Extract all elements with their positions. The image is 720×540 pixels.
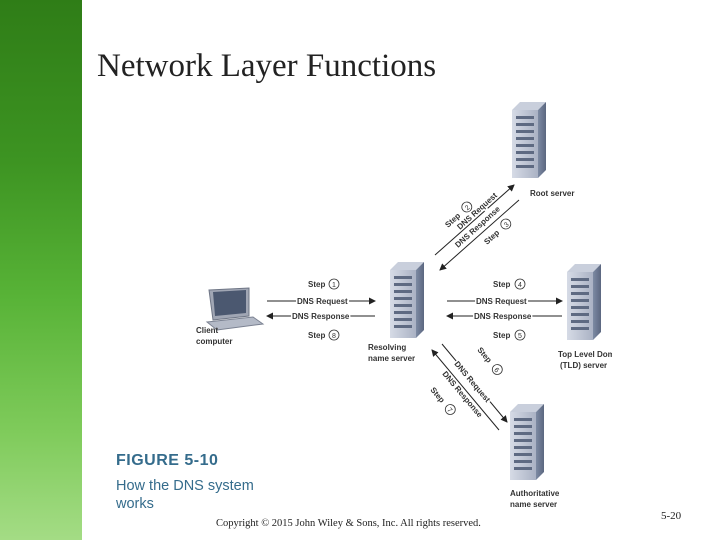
step-3-number: 3 xyxy=(503,221,511,229)
auth-label-line2: name server xyxy=(510,500,557,509)
figure-caption: How the DNS system works xyxy=(116,478,254,512)
step-8-number: 8 xyxy=(332,333,336,340)
auth-label-line1: Authoritative xyxy=(510,489,560,498)
page-number: 5-20 xyxy=(661,510,682,522)
step-word-8: Step xyxy=(308,331,325,340)
step-word-1: Step xyxy=(308,280,325,289)
root-server-label: Root server xyxy=(530,189,574,198)
client-label-line1: Client xyxy=(196,326,219,335)
request-label-2: DNS Request xyxy=(476,297,527,306)
step-4-number: 4 xyxy=(518,282,522,289)
resolver-to-root-arrow xyxy=(434,184,515,256)
copyright-notice: Copyright © 2015 John Wiley & Sons, Inc.… xyxy=(216,518,481,529)
request-label-1: DNS Request xyxy=(297,297,348,306)
step-word-6: Step xyxy=(475,346,493,365)
step-word-5: Step xyxy=(493,331,510,340)
step-7-badge xyxy=(444,404,456,415)
root-server-icon xyxy=(512,102,546,178)
auth-to-resolver-arrow xyxy=(431,349,500,431)
step-3-badge xyxy=(500,218,512,230)
tld-server-icon xyxy=(567,264,601,340)
root-to-resolver-arrow xyxy=(439,199,520,271)
step-word-3: Step xyxy=(482,228,501,246)
step-8-badge xyxy=(328,329,340,341)
step-6-number: 6 xyxy=(492,367,500,375)
figure-number: FIGURE 5-10 xyxy=(116,452,219,469)
step-2-number: 2 xyxy=(464,204,472,212)
response-label-2: DNS Response xyxy=(474,312,532,321)
step-7-number: 7 xyxy=(445,407,453,415)
step-5-number: 5 xyxy=(518,333,522,340)
response-label-1: DNS Response xyxy=(292,312,350,321)
laptop-icon xyxy=(205,287,265,331)
step-5-badge xyxy=(514,329,526,341)
step-1-badge xyxy=(328,278,340,290)
resolver-label-line2: name server xyxy=(368,354,415,363)
step-1-number: 1 xyxy=(332,282,336,289)
green-side-band xyxy=(0,0,82,540)
resolver-to-auth-arrow xyxy=(441,343,508,423)
step-word-7: Step xyxy=(428,386,446,405)
tld-label-line2: (TLD) server xyxy=(560,361,607,370)
step-2-badge xyxy=(461,201,473,213)
slide-title: Network Layer Functions xyxy=(97,48,437,84)
step-4-badge xyxy=(514,278,526,290)
dns-diagram: Client computer Resolving name server Ro… xyxy=(196,102,612,509)
step-word-4: Step xyxy=(493,280,510,289)
client-label-line2: computer xyxy=(196,337,232,346)
resolver-label-line1: Resolving xyxy=(368,343,406,352)
tld-label-line1: Top Level Domain xyxy=(558,350,612,359)
authoritative-server-icon xyxy=(510,404,544,480)
resolving-server-icon xyxy=(390,262,424,338)
step-6-badge xyxy=(491,364,503,375)
